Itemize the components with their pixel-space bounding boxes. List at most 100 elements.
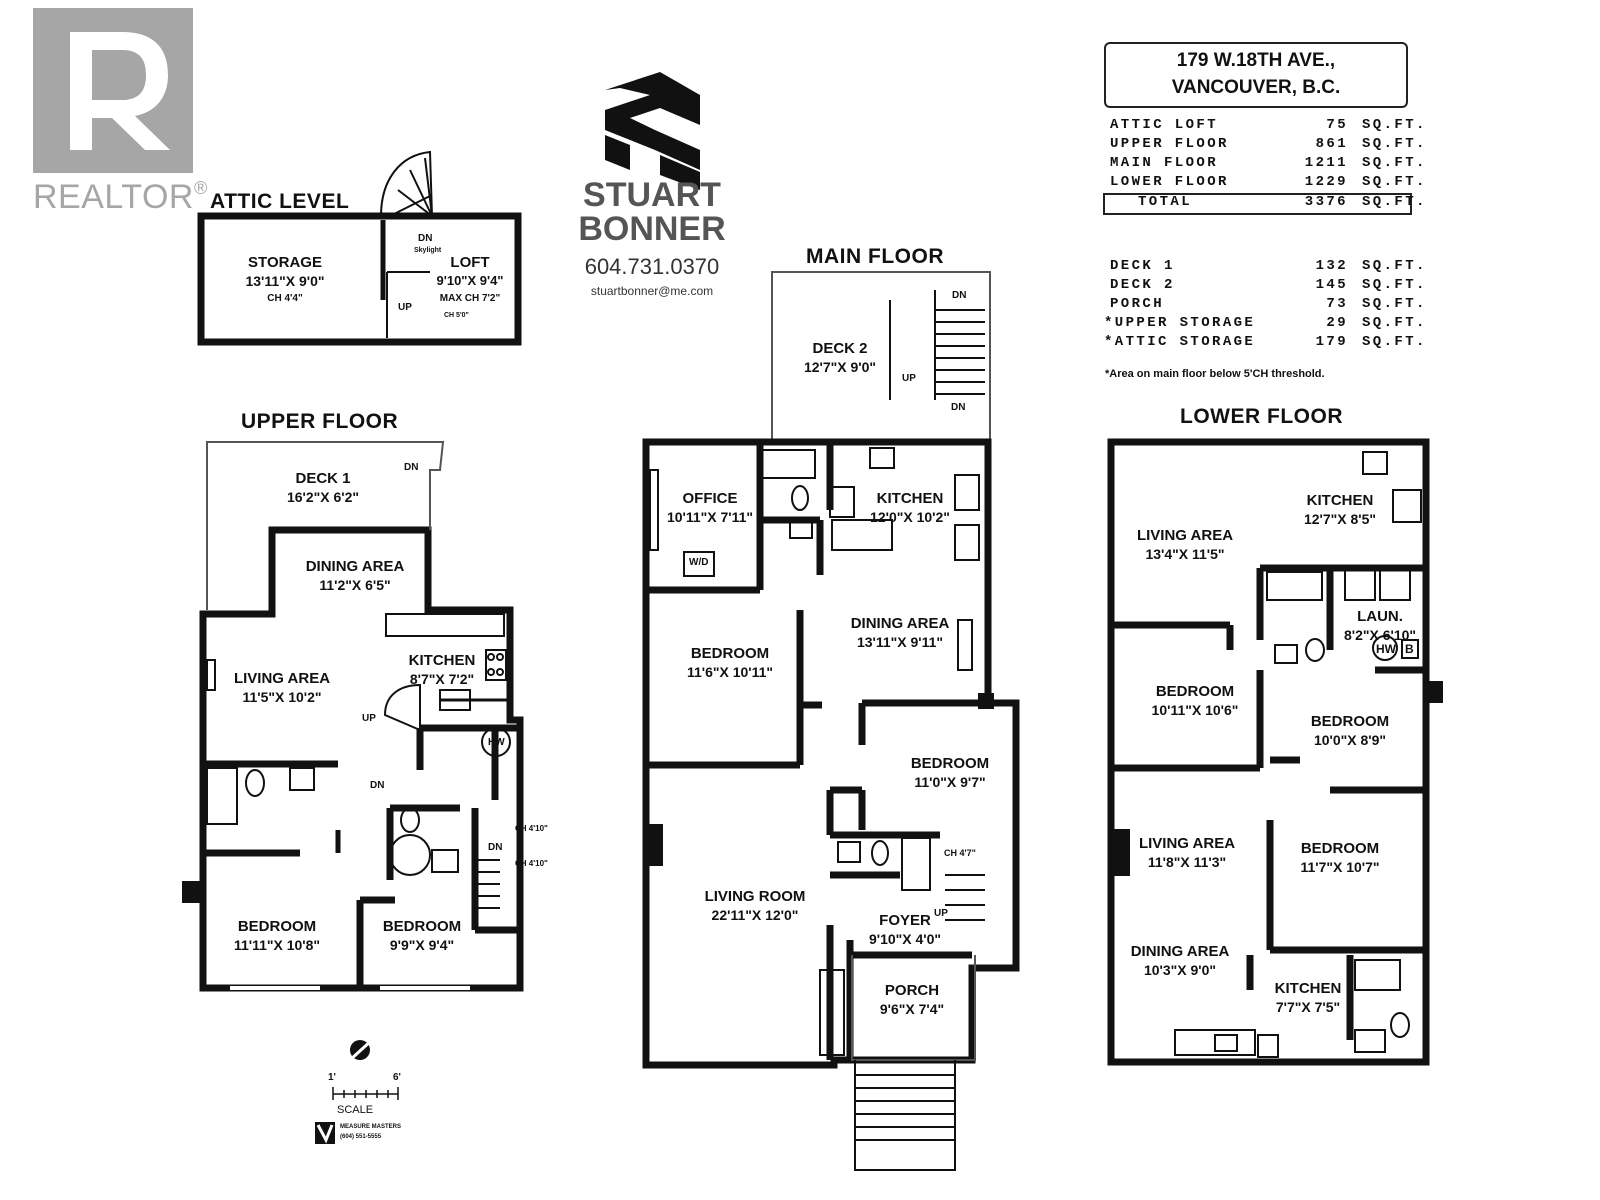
- extra-name: *ATTIC STORAGE: [1104, 334, 1256, 350]
- area-value: 1211: [1304, 155, 1348, 171]
- upper-up-label: UP: [362, 713, 376, 724]
- main-deck2-label: DECK 2 12'7"X 9'0": [790, 340, 890, 376]
- realtor-text: REALTOR: [33, 178, 194, 216]
- room-dimensions: 13'11"X 9'0": [245, 273, 325, 289]
- main-living-room-label: LIVING ROOM 22'11"X 12'0": [695, 888, 815, 924]
- extra-unit: SQ.FT.: [1362, 315, 1427, 331]
- lower-bedroom-1-label: BEDROOM 10'11"X 10'6": [1140, 683, 1250, 719]
- room-dimensions: 8'2"X 6'10": [1343, 627, 1417, 643]
- room-name: OFFICE: [682, 490, 738, 507]
- realtor-wordmark: REALTOR®: [33, 178, 208, 217]
- upper-bedroom-1-label: BEDROOM 11'11"X 10'8": [222, 918, 332, 954]
- upper-living-label: LIVING AREA 11'5"X 10'2": [222, 670, 342, 706]
- attic-loft-label: LOFT 9'10"X 9'4" MAX CH 7'2": [420, 254, 520, 308]
- main-porch-label: PORCH 9'6"X 7'4": [862, 982, 962, 1018]
- area-unit: SQ.FT.: [1362, 117, 1427, 133]
- extra-value: 179: [1315, 334, 1348, 350]
- main-up-label-2: UP: [934, 908, 948, 919]
- upper-dn-label-1: DN: [404, 462, 419, 473]
- room-name: BEDROOM: [1300, 840, 1380, 857]
- room-name: BEDROOM: [1310, 713, 1390, 730]
- room-name: LIVING AREA: [1136, 527, 1234, 544]
- lower-living-2-label: LIVING AREA 11'8"X 11'3": [1132, 835, 1242, 871]
- lower-floor-title: LOWER FLOOR: [1180, 405, 1343, 428]
- room-dimensions: 10'11"X 10'6": [1151, 702, 1239, 718]
- main-deck-outline: [771, 271, 991, 440]
- area-name: MAIN FLOOR: [1110, 155, 1219, 171]
- extra-name: DECK 1: [1110, 258, 1175, 274]
- room-dimensions: 12'7"X 8'5": [1303, 511, 1377, 527]
- room-dimensions: 12'7"X 9'0": [803, 359, 877, 375]
- area-unit: SQ.FT.: [1362, 136, 1427, 152]
- main-foyer-label: FOYER 9'10"X 4'0": [855, 912, 955, 948]
- room-name: LAUN.: [1357, 608, 1403, 625]
- scale-bar: [332, 1087, 399, 1100]
- upper-ch-label-1: CH 4'10": [515, 824, 548, 833]
- upper-dining-label: DINING AREA 11'2"X 6'5": [295, 558, 415, 594]
- main-porch-stairs: [854, 1060, 956, 1171]
- main-floor-walls: [642, 438, 1020, 1069]
- main-bedroom-2-label: BEDROOM 11'0"X 9'7": [895, 755, 1005, 791]
- attic-walls: [197, 212, 522, 346]
- room-dimensions: 11'7"X 10'7": [1300, 859, 1380, 875]
- room-name: LOFT: [450, 254, 490, 271]
- ceiling-height: MAX CH 7'2": [439, 293, 501, 304]
- upper-ch-label-2: CH 4'10": [515, 859, 548, 868]
- room-dimensions: 10'11"X 7'11": [666, 509, 754, 525]
- room-dimensions: 10'3"X 9'0": [1143, 962, 1217, 978]
- extra-value: 132: [1315, 258, 1348, 274]
- area-name: LOWER FLOOR: [1110, 174, 1229, 190]
- lower-b-label: B: [1405, 642, 1414, 656]
- lower-kitchen-1-label: KITCHEN 12'7"X 8'5": [1290, 492, 1390, 528]
- room-dimensions: 11'5"X 10'2": [242, 689, 322, 705]
- extra-value: 145: [1315, 277, 1348, 293]
- upper-deck1-label: DECK 1 16'2"X 6'2": [268, 470, 378, 506]
- company-line-1: STUART: [583, 176, 721, 214]
- room-dimensions: 11'8"X 11'3": [1147, 854, 1227, 870]
- main-stair-interior: [945, 874, 985, 921]
- registered-mark: ®: [193, 178, 208, 198]
- extra-unit: SQ.FT.: [1362, 334, 1427, 350]
- lower-dining-label: DINING AREA 10'3"X 9'0": [1120, 943, 1240, 979]
- lower-laundry-label: LAUN. 8'2"X 6'10": [1335, 608, 1425, 644]
- room-dimensions: 16'2"X 6'2": [286, 489, 360, 505]
- area-unit: SQ.FT.: [1362, 194, 1427, 210]
- upper-dn-label-2: DN: [370, 780, 385, 791]
- address-line-2: VANCOUVER, B.C.: [1171, 77, 1341, 98]
- room-name: DECK 1: [295, 470, 351, 487]
- room-dimensions: 11'2"X 6'5": [319, 577, 391, 593]
- area-unit: SQ.FT.: [1362, 174, 1427, 190]
- room-name: DECK 2: [812, 340, 868, 357]
- extra-unit: SQ.FT.: [1362, 296, 1427, 312]
- upper-fixtures: [206, 613, 511, 909]
- room-dimensions: 10'0"X 8'9": [1313, 732, 1387, 748]
- room-dimensions: 13'4"X 11'5": [1145, 546, 1225, 562]
- extra-unit: SQ.FT.: [1362, 277, 1427, 293]
- attic-level-title: ATTIC LEVEL: [210, 190, 350, 213]
- area-unit: SQ.FT.: [1362, 155, 1427, 171]
- main-up-label-1: UP: [902, 373, 916, 384]
- ceiling-height: CH 4'4": [267, 293, 303, 304]
- upper-kitchen-label: KITCHEN 8'7"X 7'2": [392, 652, 492, 688]
- extra-unit: SQ.FT.: [1362, 258, 1427, 274]
- room-name: LIVING AREA: [233, 670, 331, 687]
- company-name: STUART BONNER: [572, 178, 732, 246]
- upper-floor-title: UPPER FLOOR: [241, 410, 399, 433]
- scale-left-label: 1': [328, 1072, 336, 1083]
- main-floor-title: MAIN FLOOR: [806, 245, 944, 268]
- extra-name: DECK 2: [1110, 277, 1175, 293]
- room-name: DINING AREA: [1130, 943, 1230, 960]
- area-name: UPPER FLOOR: [1110, 136, 1229, 152]
- room-dimensions: 7'7"X 7'5": [1275, 999, 1341, 1015]
- address-box: 179 W.18TH AVE., VANCOUVER, B.C.: [1104, 42, 1408, 108]
- room-name: BEDROOM: [1155, 683, 1235, 700]
- address-line-1: 179 W.18TH AVE.,: [1176, 50, 1336, 71]
- room-name: KITCHEN: [408, 652, 476, 669]
- area-value: 75: [1326, 117, 1348, 133]
- room-dimensions: 11'11"X 10'8": [233, 937, 321, 953]
- main-office-label: OFFICE 10'11"X 7'11": [660, 490, 760, 526]
- main-bedroom-1-label: BEDROOM 11'6"X 10'11": [675, 645, 785, 681]
- room-name: LIVING AREA: [1138, 835, 1236, 852]
- measure-masters-logo: [315, 1122, 335, 1144]
- extra-value: 29: [1326, 315, 1348, 331]
